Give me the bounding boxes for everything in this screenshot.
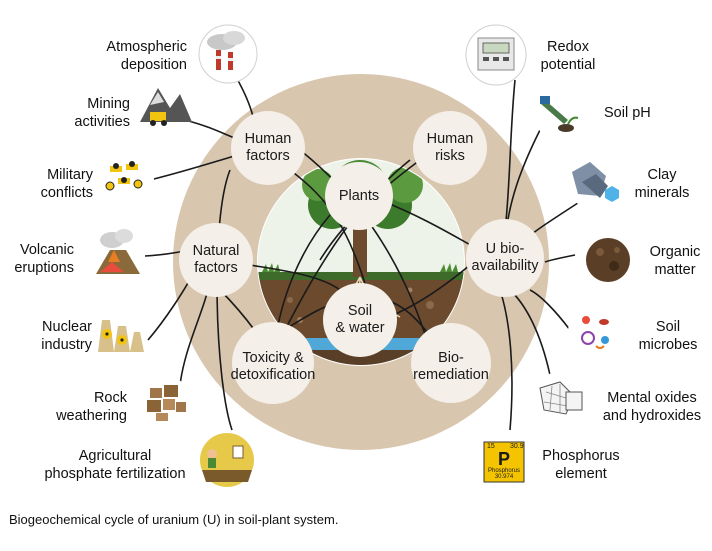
redox-meter-icon [465,24,527,86]
label-atmospheric-line1: Atmospheric [106,39,187,55]
node-bg-plants [325,162,393,230]
label-nuclear-line1: Nuclear [42,319,92,335]
label-rock-line1: Rock [93,390,127,406]
node-toxicity-line1: Toxicity & [242,350,304,366]
label-volcanic-eruptions: Volcanic eruptions [14,241,74,277]
node-bg-u-bioavailability [466,219,544,297]
label-military-conflicts: Military conflicts [41,166,93,202]
label-rock-line2: weathering [56,408,127,424]
node-bg-human-factors [231,111,305,185]
node-bg-bioremediation [411,323,491,403]
label-volcanic-line1: Volcanic [19,242,74,258]
node-u-bioavailability-line2: availability [471,258,539,274]
label-rock-weathering: Rock weathering [56,389,127,425]
label-military-line1: Military [47,167,93,183]
label-atmospheric-line2: deposition [120,57,187,73]
node-soil-water-line1: Soil [347,303,373,319]
label-agricultural-line1: Agricultural [78,448,152,464]
label-military-line2: conflicts [40,185,93,201]
phosphorus-atomic-number: 15 [487,443,495,450]
atmospheric-deposition-icon [198,24,258,84]
node-u-bioavailability: U bio- availability [462,241,548,275]
volcanic-eruptions-icon [91,229,145,283]
node-natural-factors-line1: Natural [192,243,240,259]
label-clay-line2: minerals [634,185,690,201]
label-clay-minerals: Clay minerals [630,166,694,202]
soil-microbes-icon [568,304,624,360]
label-volcanic-line2: eruptions [14,260,74,276]
label-atmospheric-deposition: Atmospheric deposition [106,38,187,74]
label-nuclear-line2: industry [41,337,92,353]
node-human-risks: Human risks [410,131,490,165]
phosphorus-tile-mass: 30.974 [494,474,514,480]
label-agricultural-fertilization: Agricultural phosphate fertilization [37,447,193,483]
phosphorus-element-icon [474,432,534,492]
node-human-factors-line2: factors [246,148,290,164]
soil-ph-icon [533,86,587,140]
node-soil-water: Soil & water [320,303,400,337]
label-mining-line2: activities [74,114,130,130]
node-human-risks-line2: risks [435,148,465,164]
label-oxides-line1: Mental oxides [607,390,697,406]
label-redox-potential: Redox potential [532,38,604,74]
label-organic-line2: matter [654,262,696,278]
node-bioremediation: Bio- remediation [406,350,496,384]
node-human-factors: Human factors [228,131,308,165]
label-microbes-line2: microbes [638,337,698,353]
label-redox-line1: Redox [547,39,589,55]
figure-caption: Biogeochemical cycle of uranium (U) in s… [9,512,339,527]
connector-lines [144,69,591,431]
military-conflicts-icon [102,152,154,204]
label-microbes-line1: Soil [655,319,681,335]
label-organic-line1: Organic [649,244,701,260]
node-soil-water-line2: & water [335,320,385,336]
label-soil-ph: Soil pH [604,105,651,121]
label-soil-microbes: Soil microbes [630,318,706,354]
label-phosphorus-element: Phosphorus element [536,447,626,483]
node-u-bioavailability-line1: U bio- [485,241,525,257]
label-redox-line2: potential [540,57,596,73]
label-phosphorus-line1: Phosphorus [542,448,620,464]
label-nuclear-industry: Nuclear industry [41,318,92,354]
phosphorus-symbol: P [497,449,510,469]
uranium-cycle-diagram: 15 30.9 P Phosphorus 30.974 Human factor… [14,24,710,492]
node-toxicity-line2: detoxification [230,367,316,383]
node-bioremediation-line2: remediation [413,367,489,383]
label-mental-oxides: Mental oxides and hydroxides [594,389,710,425]
node-human-risks-line1: Human [426,131,474,147]
diagram-graphics [91,24,636,492]
node-plants: Plants [338,188,380,204]
node-bg-soil-water [323,283,397,357]
phosphorus-tile-name: Phosphorus [487,468,521,474]
organic-matter-icon [580,232,636,288]
node-bg-toxicity [232,322,314,404]
nuclear-industry-icon [93,307,147,361]
label-clay-line1: Clay [647,167,677,183]
node-human-factors-line1: Human [244,131,292,147]
node-bioremediation-line1: Bio- [438,350,464,366]
phosphorus-mass-top: 30.9 [510,443,524,450]
metal-oxides-icon [533,371,591,429]
label-mining-line1: Mining [87,96,130,112]
node-bg-natural-factors [179,223,253,297]
label-agricultural-line2: phosphate fertilization [44,466,186,482]
mining-activities-icon [137,78,193,134]
clay-minerals-icon [566,153,622,209]
label-organic-matter: Organic matter [643,243,707,279]
node-natural-factors: Natural factors [176,243,256,277]
node-natural-factors-line2: factors [194,260,238,276]
label-mining-activities: Mining activities [74,95,130,131]
label-phosphorus-line2: element [555,466,607,482]
node-bg-human-risks [413,111,487,185]
agricultural-fertilization-icon [199,432,255,488]
label-oxides-line2: and hydroxides [602,408,702,424]
rock-weathering-icon [138,376,192,430]
node-circles [179,111,544,404]
node-toxicity: Toxicity & detoxification [223,350,323,384]
